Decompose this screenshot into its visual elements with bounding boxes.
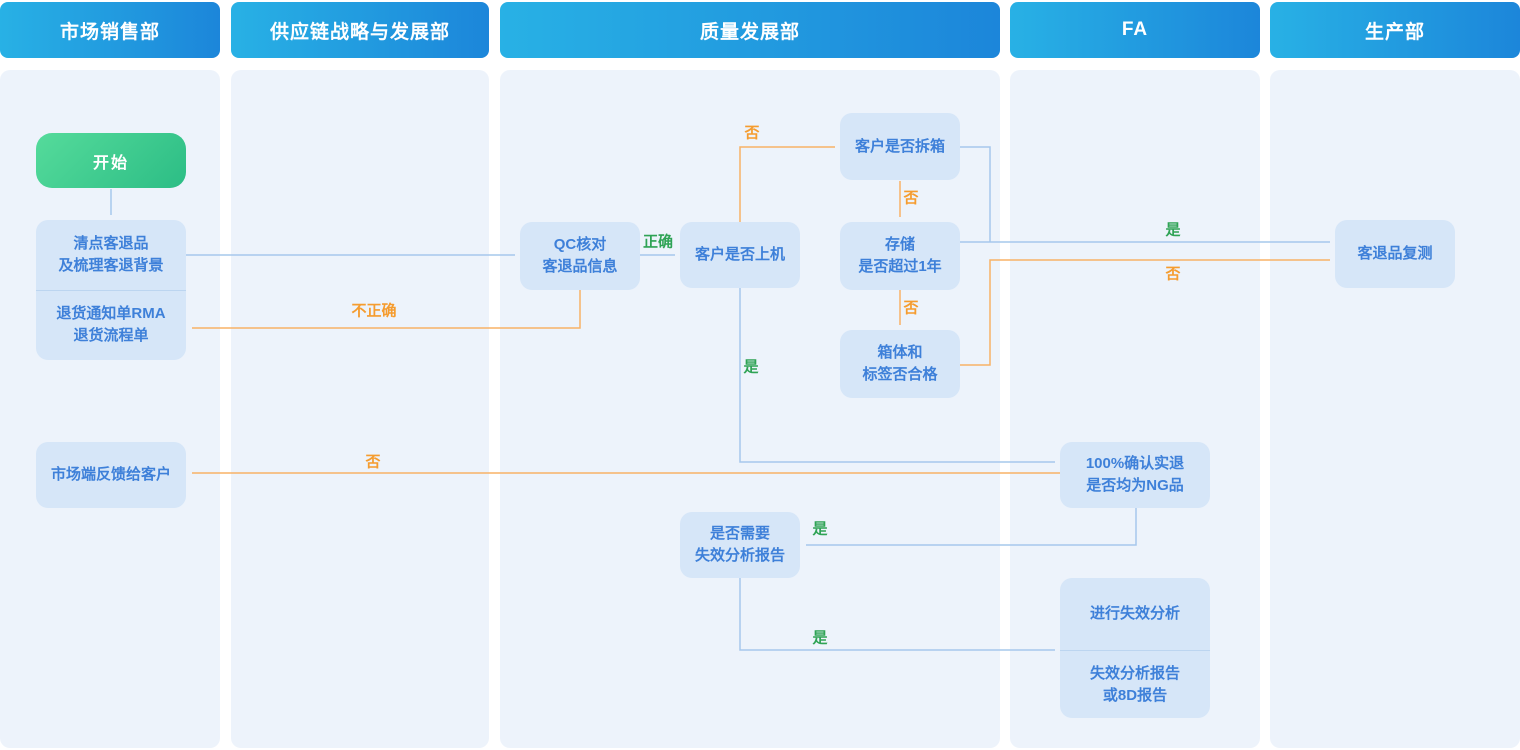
- lane-market-sales: 市场销售部: [0, 0, 220, 750]
- node-fa-do-label: 进行失效分析: [1089, 605, 1180, 622]
- node-ng-confirm: 100%确认实退 是否均为NG品: [1060, 442, 1210, 508]
- lane-production: 生产部: [1270, 0, 1520, 750]
- lane-header-production: 生产部: [1270, 2, 1520, 58]
- edge-label-yes-fa-need: 是: [812, 520, 828, 538]
- lane-header-market-sales: 市场销售部: [0, 2, 220, 58]
- node-box-check: 箱体和 标签否合格: [840, 330, 960, 398]
- node-unbox-label: 客户是否拆箱: [854, 137, 945, 155]
- node-box-check-line1: 箱体和: [877, 344, 923, 361]
- node-on-machine-label: 客户是否上机: [694, 246, 785, 263]
- node-fa-card: 进行失效分析 失效分析报告 或8D报告: [1060, 578, 1210, 718]
- node-fa-report: 失效分析报告 或8D报告: [1060, 650, 1210, 718]
- node-fa-need: 是否需要 失效分析报告: [680, 512, 800, 578]
- node-fa-report-line1: 失效分析报告: [1089, 664, 1180, 682]
- node-feedback-label: 市场端反馈给客户: [50, 466, 171, 483]
- node-count-rma-card: 清点客退品 及梳理客退背景 退货通知单RMA 退货流程单: [36, 220, 186, 360]
- edge-label-yes-ng-confirm: 是: [743, 358, 759, 376]
- node-start: 开始: [36, 133, 186, 188]
- node-fa-report-line2: 或8D报告: [1102, 686, 1168, 704]
- node-box-check-line2: 标签否合格: [862, 366, 938, 383]
- node-ng-confirm-line2: 是否均为NG品: [1086, 477, 1184, 494]
- node-retest: 客退品复测: [1335, 220, 1455, 288]
- lane-body-production: [1270, 70, 1520, 748]
- edge-label-yes-retest: 是: [1165, 221, 1181, 239]
- edge-label-no-storage: 否: [903, 189, 919, 207]
- node-start-label: 开始: [92, 154, 129, 172]
- node-count-line1: 清点客退品: [73, 234, 149, 252]
- node-rma-line2: 退货流程单: [73, 327, 149, 345]
- node-rma-line1: 退货通知单RMA: [56, 305, 166, 323]
- node-ng-confirm-line1: 100%确认实退: [1085, 455, 1185, 472]
- node-count-line2: 及梳理客退背景: [58, 256, 164, 274]
- edge-label-correct: 正确: [642, 233, 674, 251]
- lane-header-fa: FA: [1010, 2, 1260, 58]
- node-rma: 退货通知单RMA 退货流程单: [36, 289, 186, 361]
- node-qc-line1: QC核对: [553, 236, 607, 253]
- node-on-machine: 客户是否上机: [680, 222, 800, 288]
- lane-header-quality: 质量发展部: [500, 2, 1000, 58]
- edge-label-no-unbox: 否: [744, 124, 760, 142]
- node-count: 清点客退品 及梳理客退背景: [36, 220, 186, 290]
- edge-label-no-feedback: 否: [365, 453, 381, 471]
- lane-body-supply-chain: [231, 70, 489, 748]
- edge-label-incorrect: 不正确: [351, 302, 397, 320]
- node-fa-do: 进行失效分析: [1060, 578, 1210, 650]
- node-qc: QC核对 客退品信息: [520, 222, 640, 290]
- node-retest-label: 客退品复测: [1357, 245, 1433, 262]
- node-fa-need-line2: 失效分析报告: [694, 547, 785, 564]
- node-storage-line1: 存储: [884, 236, 915, 253]
- edge-label-no-retest: 否: [1165, 265, 1181, 283]
- node-unbox: 客户是否拆箱: [840, 113, 960, 180]
- node-fa-need-line1: 是否需要: [709, 525, 770, 542]
- node-qc-line2: 客退品信息: [542, 258, 618, 275]
- edge-label-no-box-check: 否: [903, 299, 919, 317]
- lane-header-supply-chain: 供应链战略与发展部: [231, 2, 489, 58]
- node-feedback: 市场端反馈给客户: [36, 442, 186, 508]
- edge-label-yes-fa-do: 是: [812, 629, 828, 647]
- lane-supply-chain: 供应链战略与发展部: [231, 0, 489, 750]
- node-storage: 存储 是否超过1年: [840, 222, 960, 290]
- node-storage-line2: 是否超过1年: [858, 258, 942, 275]
